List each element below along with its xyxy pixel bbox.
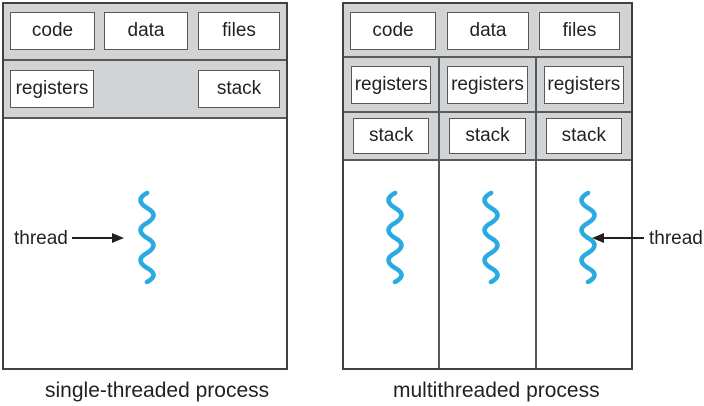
registers-row: registers: [536, 58, 631, 113]
stack-box: stack: [353, 118, 430, 154]
thread-area: [440, 161, 535, 368]
stack-box: stack: [545, 118, 622, 154]
stack-row: stack: [344, 113, 439, 161]
data-box: data: [104, 12, 188, 50]
stack-box: stack: [449, 118, 526, 154]
arrow-left-icon: [592, 233, 644, 243]
thread-label: thread: [649, 228, 703, 249]
single-threaded-process-box: code data files registers stack: [2, 2, 288, 370]
thread-squiggle-icon: [579, 190, 597, 284]
stack-row: stack: [536, 113, 631, 161]
thread-squiggle-icon: [482, 190, 501, 284]
thread-squiggle-icon: [138, 190, 156, 284]
thread-column-1: registers stack: [344, 58, 439, 368]
data-box: data: [447, 12, 529, 50]
stack-row: stack: [440, 113, 535, 161]
registers-box: registers: [10, 70, 94, 108]
thread-label: thread: [14, 228, 68, 249]
thread-area: [344, 161, 439, 368]
code-box: code: [350, 12, 436, 50]
multithreaded-caption: multithreaded process: [393, 379, 600, 402]
thread-column-3: registers stack: [534, 58, 631, 368]
thread-column-2: registers stack: [438, 58, 535, 368]
stack-box: stack: [198, 70, 280, 108]
registers-box: registers: [447, 65, 528, 104]
registers-box: registers: [351, 65, 432, 104]
single-threaded-caption: single-threaded process: [45, 379, 270, 402]
single-context-section: registers stack: [4, 61, 286, 119]
single-resources-section: code data files: [4, 4, 286, 61]
files-box: files: [198, 12, 280, 50]
multithreaded-process-box: code data files registers stack: [342, 2, 633, 370]
multi-resources-section: code data files: [344, 4, 631, 58]
thread-area: [536, 161, 631, 368]
registers-box: registers: [543, 65, 624, 104]
registers-row: registers: [440, 58, 535, 113]
arrow-right-icon: [72, 233, 124, 243]
registers-row: registers: [344, 58, 439, 113]
thread-columns: registers stack registers stack: [344, 58, 631, 368]
code-box: code: [10, 12, 95, 50]
files-box: files: [539, 12, 620, 50]
thread-squiggle-icon: [386, 190, 404, 284]
